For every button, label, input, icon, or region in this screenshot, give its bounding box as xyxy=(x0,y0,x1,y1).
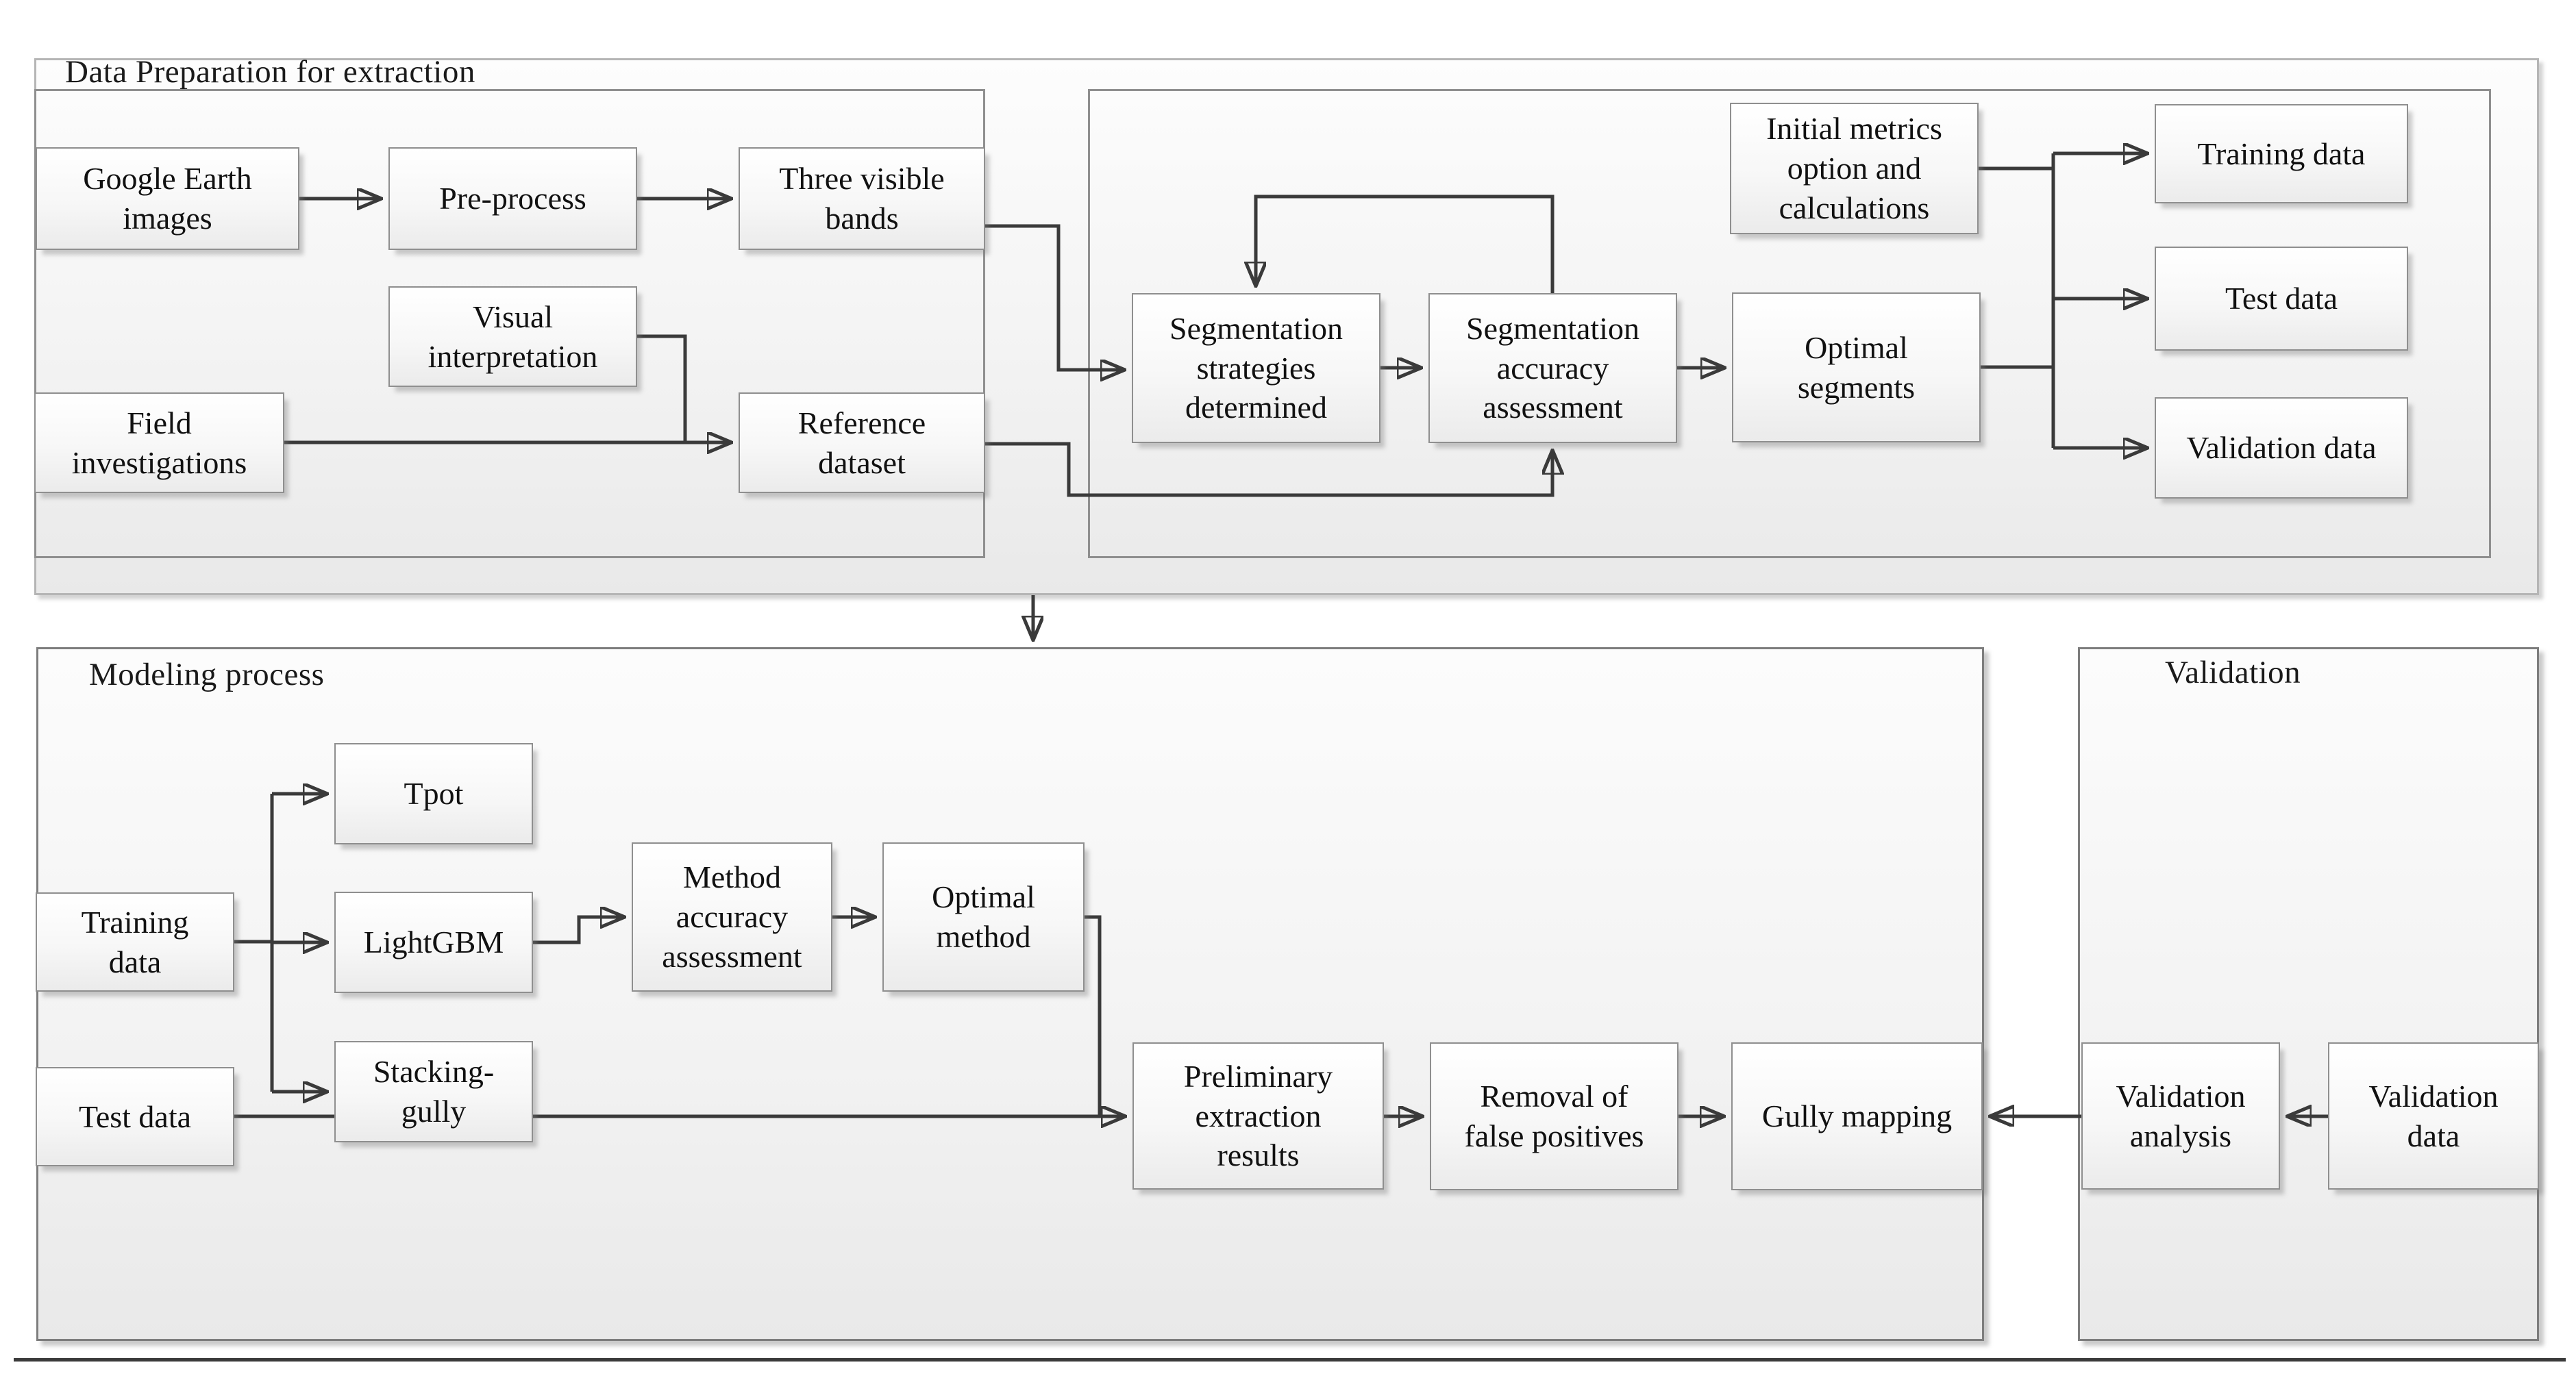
node-reference-dataset: Reference dataset xyxy=(739,392,985,493)
node-gully-mapping: Gully mapping xyxy=(1731,1042,1983,1190)
node-optimal-segments: Optimal segments xyxy=(1732,292,1981,442)
node-validation-data: Validation data xyxy=(2328,1042,2539,1190)
node-validation-data-top: Validation data xyxy=(2155,397,2408,499)
node-initial-metrics: Initial metrics option and calculations xyxy=(1730,103,1979,234)
node-test-data-bottom: Test data xyxy=(36,1067,234,1166)
node-removal-false-positives: Removal of false positives xyxy=(1430,1042,1679,1190)
connector-referencedataset-segaccuracy xyxy=(985,442,1552,497)
connector-lightgbm-methodaccuracy xyxy=(533,917,623,944)
node-segmentation-accuracy-assessment: Segmentation accuracy assessment xyxy=(1428,293,1677,443)
node-preliminary-extraction-results: Preliminary extraction results xyxy=(1132,1042,1384,1190)
node-stacking-gully: Stacking- gully xyxy=(334,1041,533,1142)
panel-segmentation xyxy=(1088,89,2491,558)
node-training-data-top: Training data xyxy=(2155,104,2408,203)
connector-feedback-loop xyxy=(1256,195,1555,293)
node-method-accuracy-assessment: Method accuracy assessment xyxy=(632,842,832,992)
title-data-preparation: Data Preparation for extraction xyxy=(65,54,475,90)
node-training-data-bottom: Training data xyxy=(36,892,234,992)
connector-threevisible-segstrategies xyxy=(985,224,1124,370)
section-validation xyxy=(2078,647,2539,1341)
node-tpot: Tpot xyxy=(334,743,533,844)
connector-optimalmethod-riser xyxy=(1085,915,1102,1116)
node-google-earth-images: Google Earth images xyxy=(36,147,299,250)
node-field-investigations: Field investigations xyxy=(34,392,284,493)
node-optimal-method: Optimal method xyxy=(882,842,1085,992)
node-pre-process: Pre-process xyxy=(388,147,637,250)
node-validation-analysis: Validation analysis xyxy=(2081,1042,2280,1190)
node-visual-interpretation: Visual interpretation xyxy=(388,286,637,387)
panel-input-data xyxy=(34,89,985,558)
node-three-visible-bands: Three visible bands xyxy=(739,147,985,250)
node-segmentation-strategies-determined: Segmentation strategies determined xyxy=(1132,293,1380,443)
title-validation: Validation xyxy=(2165,655,2301,690)
connector-visualinterpretation-merge xyxy=(637,334,687,442)
node-lightgbm: LightGBM xyxy=(334,892,533,993)
title-modeling-process: Modeling process xyxy=(89,657,325,692)
node-test-data-top: Test data xyxy=(2155,247,2408,351)
figure-bottom-rule xyxy=(14,1358,2566,1362)
